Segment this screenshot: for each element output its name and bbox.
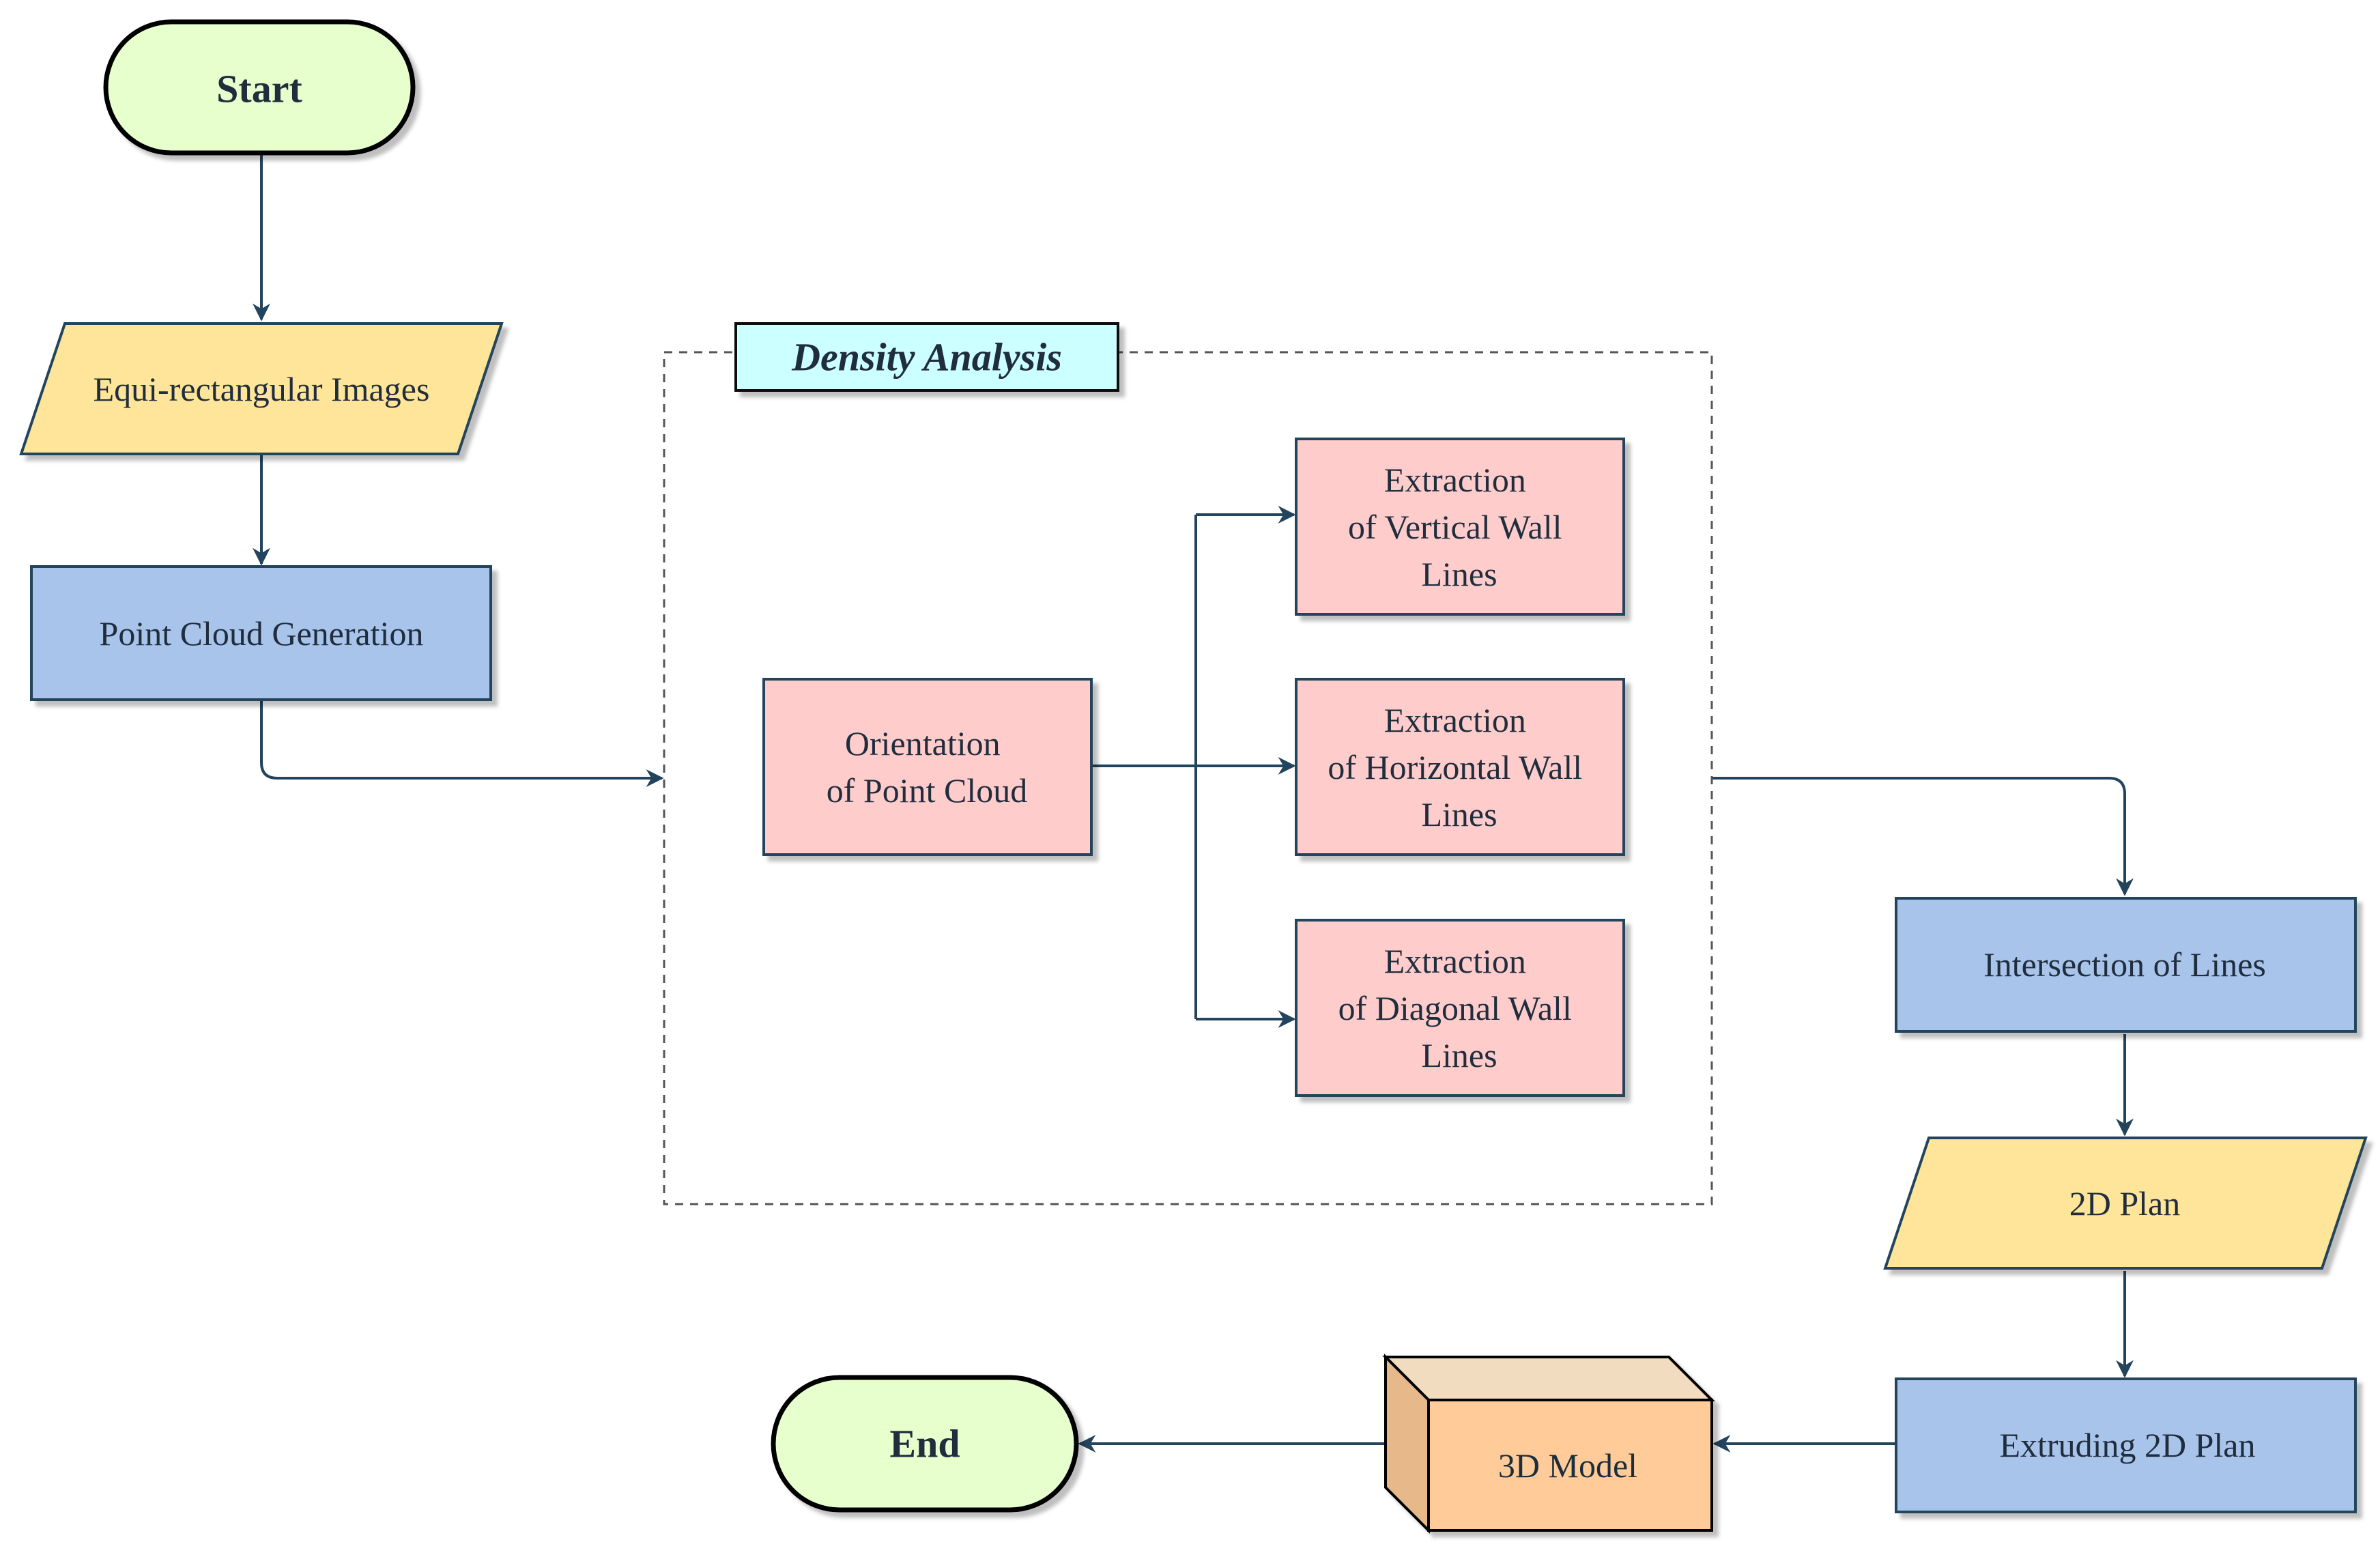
intersection-node[interactable]: Intersection of Lines	[1895, 897, 2357, 1033]
images-node[interactable]: Equi-rectangular Images	[19, 322, 504, 455]
group-title-box	[734, 322, 1119, 392]
density-analysis-group: Density Analysis	[663, 322, 1713, 1205]
start-node[interactable]: Start	[103, 19, 416, 156]
vertical-line-1: Extraction	[1384, 461, 1526, 499]
model-3d-top-face	[1382, 1356, 1715, 1401]
group-title: Density Analysis	[791, 335, 1062, 380]
vertical-label: Extraction of Vertical Wall Lines	[1348, 461, 1571, 593]
diagonal-node[interactable]: Extraction of Diagonal Wall Lines	[1295, 919, 1625, 1097]
end-label: End	[889, 1422, 960, 1466]
diagonal-label: Extraction of Diagonal Wall Lines	[1338, 942, 1581, 1074]
plan-2d-label: 2D Plan	[2069, 1184, 2181, 1223]
extruding-shape	[1895, 1377, 2357, 1513]
end-shape	[771, 1375, 1079, 1513]
orientation-shape	[762, 678, 1093, 856]
model-3d-node[interactable]: 3D Model	[1382, 1354, 1715, 1534]
orientation-node[interactable]: Orientation of Point Cloud	[762, 678, 1093, 856]
horizontal-line-3: Lines	[1421, 795, 1497, 833]
images-label: Equi-rectangular Images	[94, 370, 430, 408]
plan-2d-shape	[1883, 1137, 2368, 1270]
extruding-node[interactable]: Extruding 2D Plan	[1895, 1377, 2357, 1513]
horizontal-shape	[1295, 678, 1625, 856]
orientation-line-2: of Point Cloud	[827, 771, 1027, 810]
diagonal-shape	[1295, 919, 1625, 1097]
images-shape	[19, 322, 504, 455]
orientation-label: Orientation of Point Cloud	[827, 724, 1027, 810]
end-node[interactable]: End	[771, 1375, 1079, 1513]
vertical-shape	[1295, 438, 1625, 616]
diagonal-line-2: of Diagonal Wall	[1338, 989, 1572, 1027]
edge-pointcloud-to-density	[260, 700, 664, 787]
group-border	[663, 351, 1713, 1205]
model-3d-front-face	[1427, 1399, 1713, 1532]
start-label: Start	[216, 67, 302, 111]
diagonal-line-1: Extraction	[1384, 942, 1526, 980]
vertical-line-3: Lines	[1421, 555, 1497, 593]
start-shape	[103, 19, 416, 156]
vertical-node[interactable]: Extraction of Vertical Wall Lines	[1295, 438, 1625, 616]
horizontal-line-2: of Horizontal Wall	[1328, 748, 1582, 786]
model-3d-label: 3D Model	[1498, 1446, 1637, 1485]
intersection-label: Intersection of Lines	[1983, 945, 2266, 984]
point-cloud-shape	[30, 565, 492, 701]
horizontal-line-1: Extraction	[1384, 701, 1526, 739]
connectors	[253, 153, 2134, 1453]
diagonal-line-3: Lines	[1421, 1036, 1497, 1074]
horizontal-label: Extraction of Horizontal Wall Lines	[1328, 701, 1590, 833]
point-cloud-label: Point Cloud Generation	[100, 614, 424, 653]
intersection-shape	[1895, 897, 2357, 1033]
point-cloud-node[interactable]: Point Cloud Generation	[30, 565, 492, 701]
plan-2d-node[interactable]: 2D Plan	[1883, 1137, 2368, 1270]
vertical-line-2: of Vertical Wall	[1348, 508, 1562, 546]
extruding-label: Extruding 2D Plan	[2000, 1426, 2256, 1464]
orientation-line-1: Orientation	[845, 724, 1001, 762]
horizontal-node[interactable]: Extraction of Horizontal Wall Lines	[1295, 678, 1625, 856]
edge-density-to-intersection	[1712, 777, 2134, 896]
